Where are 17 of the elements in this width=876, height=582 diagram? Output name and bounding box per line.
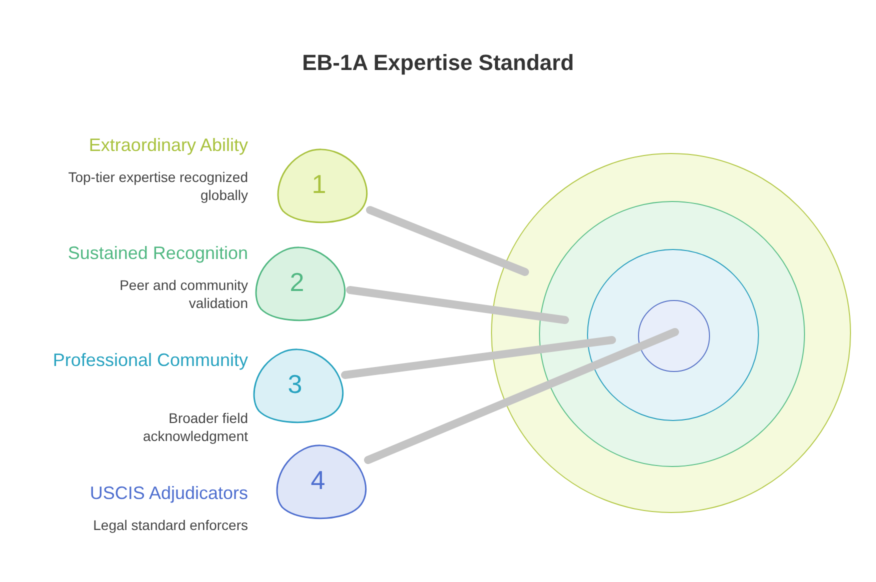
- title: EB-1A Expertise Standard: [301, 50, 575, 76]
- step-number: 3: [286, 369, 304, 400]
- level-heading: Professional Community: [52, 349, 248, 372]
- dart-stick: [341, 336, 616, 379]
- level-heading: USCIS Adjudicators: [88, 482, 248, 505]
- level-description: Legal standard enforcers: [92, 516, 248, 534]
- dart-stick: [366, 206, 529, 276]
- level-description: Broader field acknowledgment: [142, 409, 248, 445]
- level-description: Peer and community validation: [118, 276, 248, 312]
- step-number: 2: [288, 267, 306, 298]
- dart-stick: [346, 286, 569, 324]
- level-heading: Extraordinary Ability: [88, 134, 248, 157]
- level-description: Top-tier expertise recognized globally: [68, 168, 248, 204]
- dart-stick: [364, 328, 679, 464]
- step-number: 1: [310, 169, 328, 200]
- level-heading: Sustained Recognition: [66, 242, 248, 265]
- step-number: 4: [310, 465, 326, 496]
